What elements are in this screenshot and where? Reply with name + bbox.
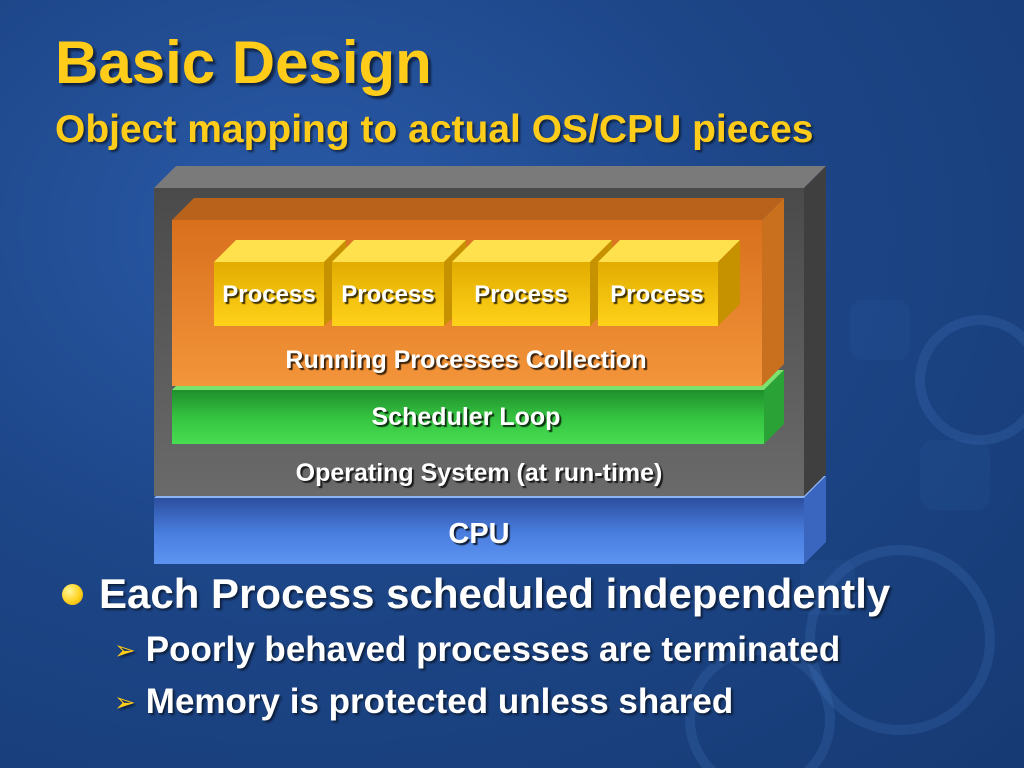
running-processes-label: Running Processes Collection (285, 346, 647, 374)
arrow-bullet-icon: ➢ (114, 634, 136, 665)
bullet-sub-text: Poorly behaved processes are terminated (145, 630, 841, 669)
slide-title: Basic Design (55, 29, 432, 96)
bullet-main-text: Each Process scheduled independently (99, 570, 891, 617)
process-label: Process (341, 281, 435, 308)
process-label: Process (474, 281, 568, 308)
bullet-sub-text: Memory is protected unless shared (145, 682, 734, 721)
process-box-4 (598, 240, 740, 326)
process-label: Process (610, 281, 704, 308)
arrow-bullet-icon: ➢ (114, 686, 136, 717)
slide-subtitle: Object mapping to actual OS/CPU pieces (55, 108, 814, 151)
cpu-label: CPU (448, 518, 510, 550)
os-label: Operating System (at run-time) (295, 459, 663, 487)
bullet-sub: ➢ Poorly behaved processes are terminate… (114, 630, 890, 670)
scheduler-label: Scheduler Loop (371, 403, 561, 431)
process-box-1 (214, 240, 346, 326)
bullet-sub: ➢ Memory is protected unless shared (114, 682, 890, 722)
bullet-dot-icon (62, 583, 83, 605)
process-label: Process (222, 281, 316, 308)
bullet-list: Each Process scheduled independently ➢ P… (62, 570, 890, 722)
bullet-main: Each Process scheduled independently (62, 570, 890, 618)
